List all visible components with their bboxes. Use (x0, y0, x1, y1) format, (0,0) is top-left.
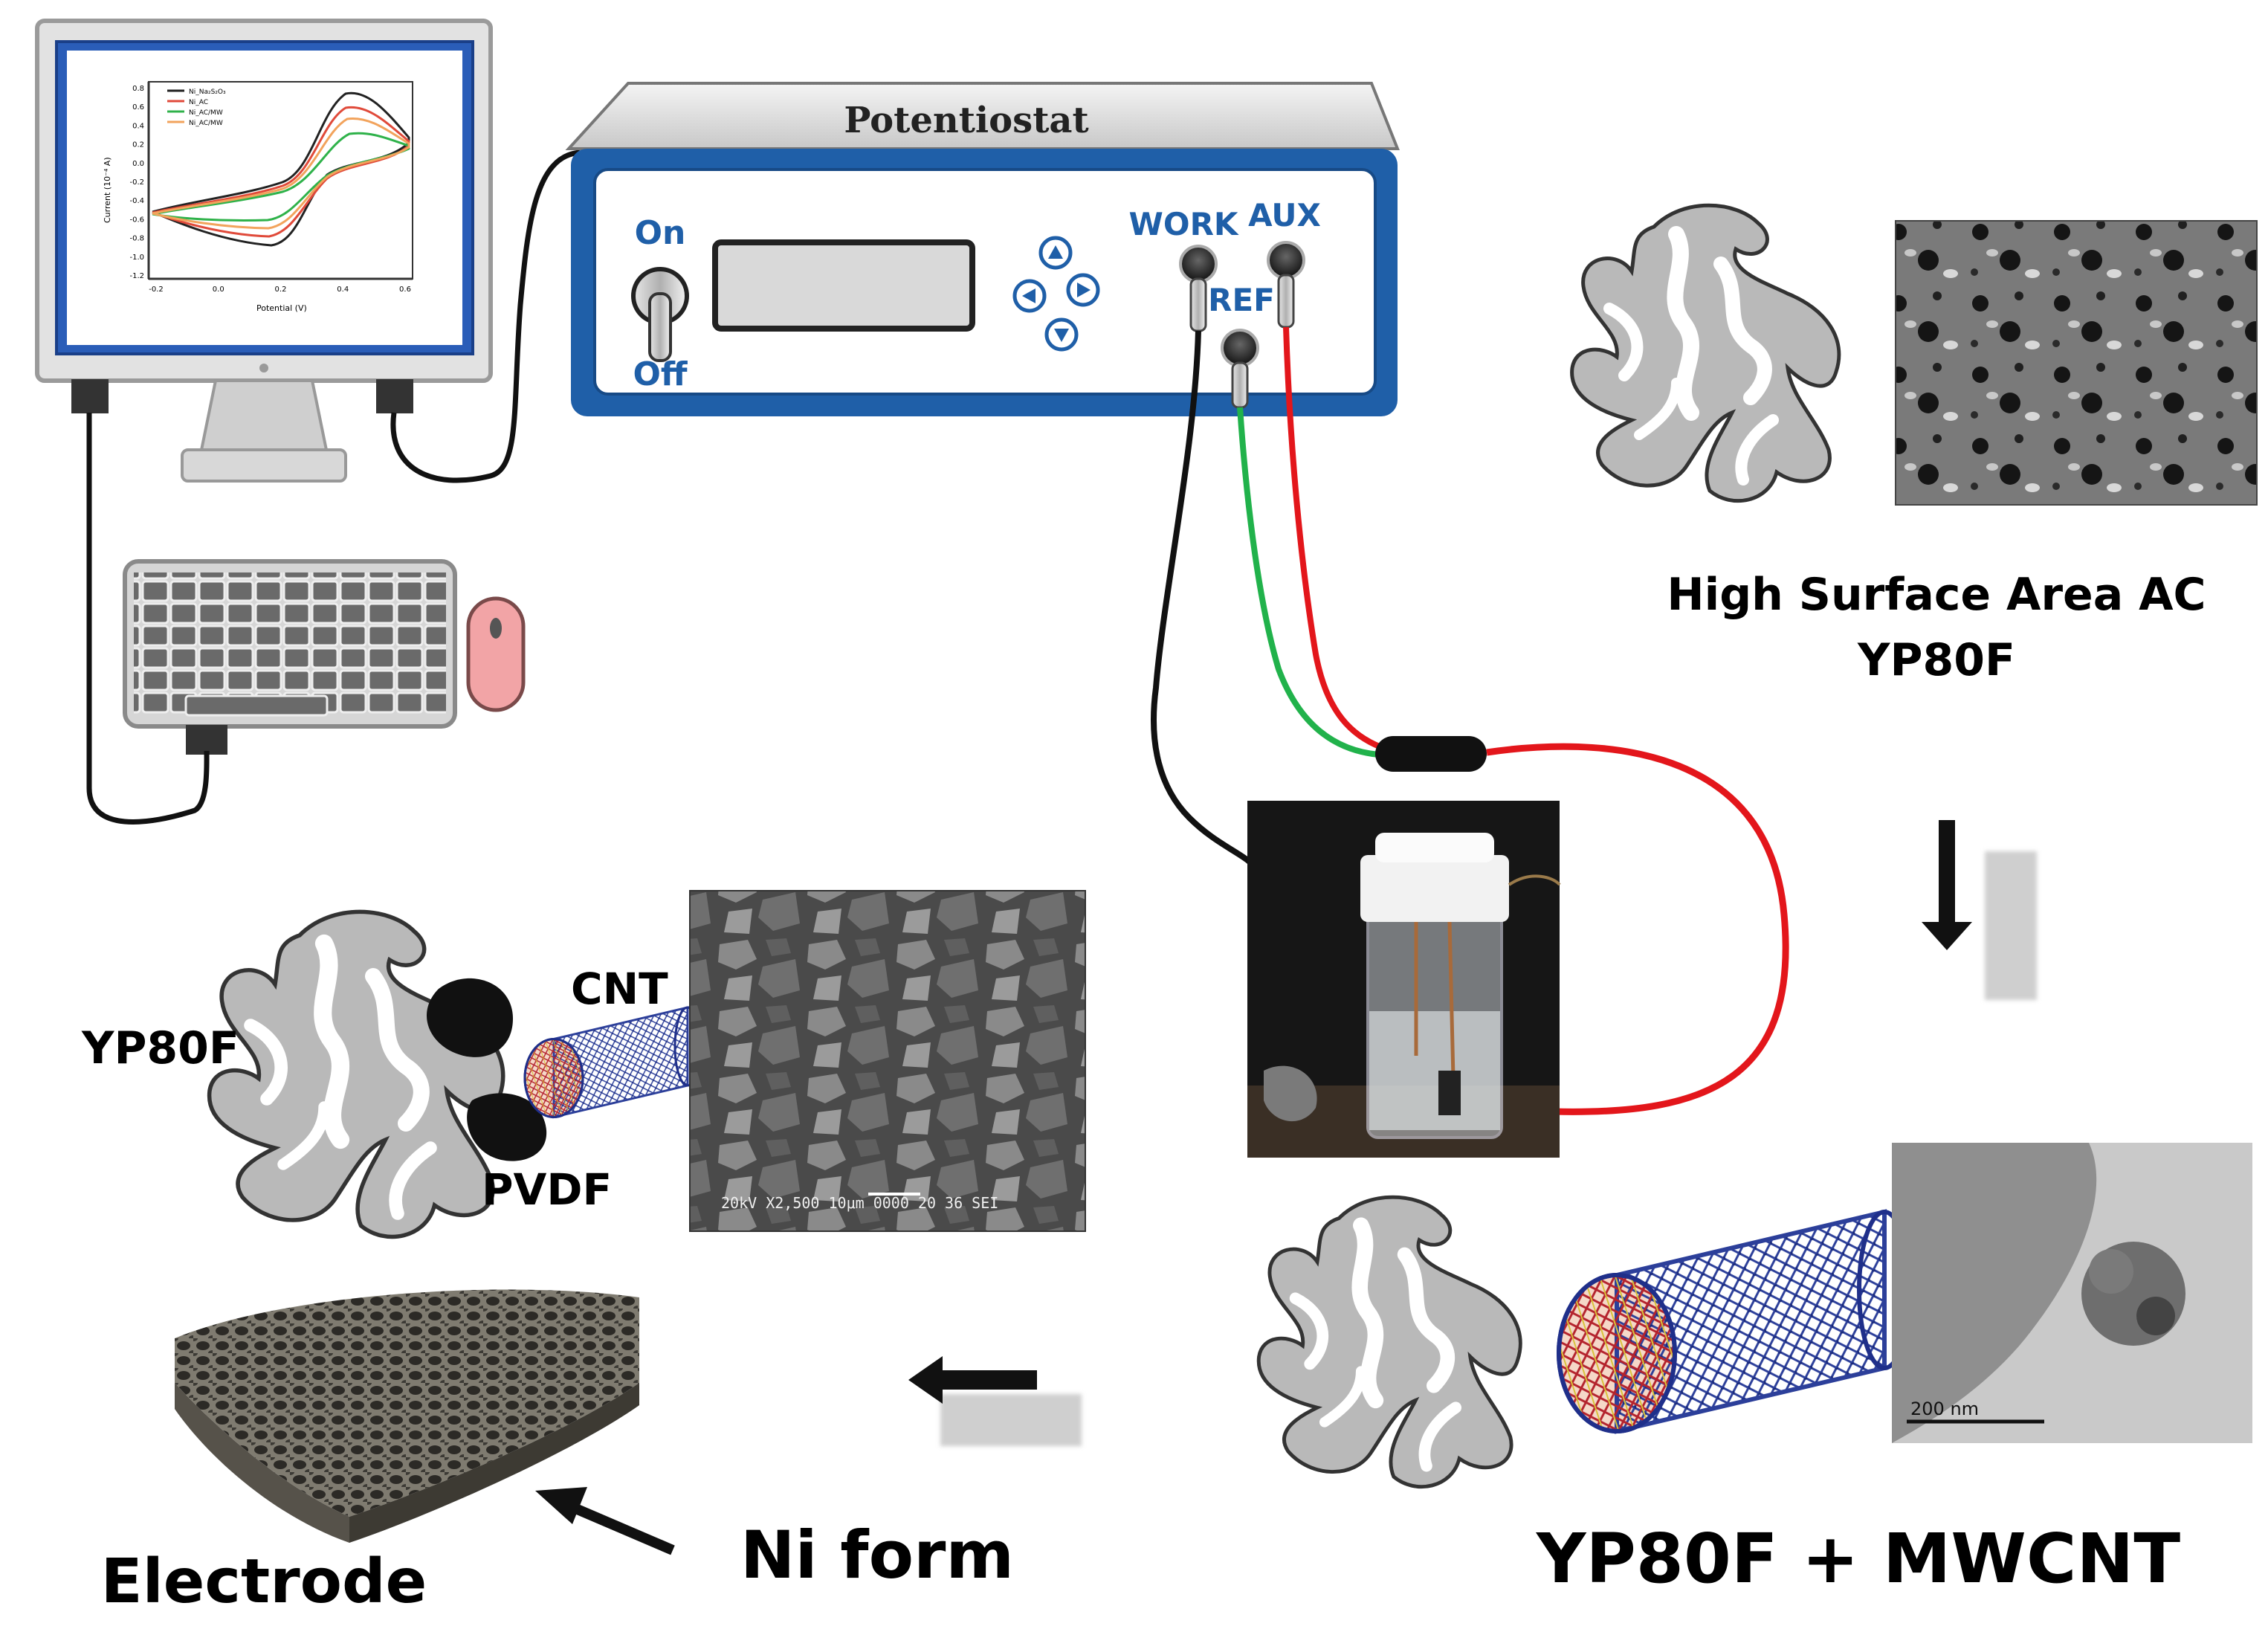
tem-image: 200 nm (1892, 1143, 2252, 1443)
keyboard (123, 559, 457, 755)
yp80f-label-top: YP80F (1857, 634, 2015, 686)
cv-x-tick-label: 0.0 (213, 286, 224, 294)
cv-y-tick-label: 0.2 (132, 141, 144, 149)
cv-plot-x-ticks: -0.2 0.0 0.2 0.4 0.6 (149, 286, 411, 294)
cable-keyboard-to-monitor (86, 413, 210, 825)
red-lead-to-cell (1486, 743, 1789, 1115)
ni-form-label: Ni form (740, 1517, 1014, 1593)
cv-legend-4: Ni_AC/MW (189, 120, 223, 127)
arrow-to-electrode (535, 1487, 675, 1555)
work-jack[interactable] (1179, 245, 1218, 332)
sem-info-bar: 20kV X2,500 10μm 0000 20 36 SEI (721, 1194, 998, 1212)
mouse (466, 596, 526, 712)
pvdf-label: PVDF (482, 1164, 612, 1215)
arrow-down (1922, 820, 2037, 1000)
cv-y-tick-label: 0.4 (132, 122, 144, 130)
electrode-label: Electrode (101, 1546, 427, 1617)
cv-y-tick-label: -0.2 (129, 178, 144, 187)
nav-left-button[interactable] (1012, 279, 1047, 313)
nav-right-button[interactable] (1066, 273, 1100, 307)
ref-jack[interactable] (1221, 329, 1259, 409)
port-ref-label: REF (1208, 282, 1275, 318)
cv-x-tick-label: 0.4 (337, 286, 349, 294)
cnt-tube-electrode (523, 1006, 702, 1118)
cv-legend-1: Ni_Na₂S₂O₃ (189, 88, 226, 96)
cv-legend-2: Ni_AC (189, 99, 208, 106)
nav-up-button[interactable] (1038, 236, 1073, 270)
potentiostat-title: Potentiostat (844, 100, 1088, 141)
cv-y-tick-label: -0.6 (129, 216, 144, 224)
sem-image-porous-carbon (1895, 220, 2258, 506)
cnt-label: CNT (571, 964, 668, 1014)
sem-image-electrode: 20kV X2,500 10μm 0000 20 36 SEI (689, 890, 1086, 1232)
cv-x-tick-label: -0.2 (149, 286, 164, 294)
cable-monitor-to-potentiostat (390, 149, 581, 483)
switch-on-label: On (635, 214, 686, 252)
cv-plot-legend: Ni_Na₂S₂O₃ Ni_AC Ni_AC/MW Ni_AC/MW (167, 88, 226, 127)
cv-y-tick-label: 0.8 (132, 85, 144, 93)
cv-y-tick-label: 0.0 (132, 160, 144, 168)
aux-jack[interactable] (1267, 241, 1305, 329)
cv-curve-orange (152, 117, 410, 230)
lead-connector (1375, 736, 1487, 772)
electrochemical-cell-photo (1247, 801, 1561, 1158)
tem-scale-label: 200 nm (1910, 1399, 1979, 1419)
port-aux-label: AUX (1248, 197, 1321, 233)
mixture-label: YP80F + MWCNT (1536, 1519, 2181, 1599)
mwcnt-tube (1559, 1212, 1910, 1431)
cv-plot-ylabel: Current (10⁻⁴ A) (103, 157, 112, 223)
green-ref-lead (1237, 407, 1380, 758)
cv-curve-red (152, 106, 410, 238)
cv-y-tick-label: 0.6 (132, 103, 144, 112)
cv-plot-xlabel: Potential (V) (256, 303, 307, 313)
cv-y-tick-label: -0.8 (129, 235, 144, 243)
cv-curve-black (152, 91, 410, 247)
cv-y-tick-label: -1.0 (129, 254, 144, 262)
red-aux-lead (1283, 326, 1383, 750)
cv-x-tick-label: 0.6 (399, 286, 411, 294)
power-toggle-switch[interactable] (631, 267, 689, 362)
yp80f-particle-top (1572, 205, 1839, 500)
cv-y-tick-label: -1.2 (129, 272, 144, 280)
cv-x-tick-label: 0.2 (275, 286, 287, 294)
cv-plot-y-ticks: 0.8 0.6 0.4 0.2 0.0 -0.2 -0.4 -0.6 -0.8 -1.0 -1.2 (129, 85, 144, 280)
lcd-display (712, 239, 975, 332)
ni-foam (175, 1289, 639, 1543)
cv-y-tick-label: -0.4 (129, 197, 144, 205)
potentiostat: Potentiostat On Off WORK AUX REF (565, 82, 1400, 416)
computer-monitor (35, 19, 493, 483)
yp80f-particle-electrode (210, 912, 503, 1236)
arrow-left (908, 1356, 1082, 1446)
cv-legend-3: Ni_AC/MW (189, 109, 223, 117)
navigation-buttons (1012, 236, 1100, 352)
cv-plot: 0.80.60.40.20.0-0.2-0.4-0.6-0.8-1.0-1.2 … (103, 81, 413, 313)
high-surface-area-label: High Surface Area AC (1667, 569, 2206, 621)
port-work-label: WORK (1129, 206, 1239, 242)
pvdf-binder (426, 978, 547, 1161)
yp80f-label-electrode: YP80F (81, 1022, 239, 1074)
yp80f-particle-bottom (1259, 1197, 1520, 1486)
black-work-lead (1151, 330, 1259, 872)
nav-down-button[interactable] (1044, 317, 1079, 352)
